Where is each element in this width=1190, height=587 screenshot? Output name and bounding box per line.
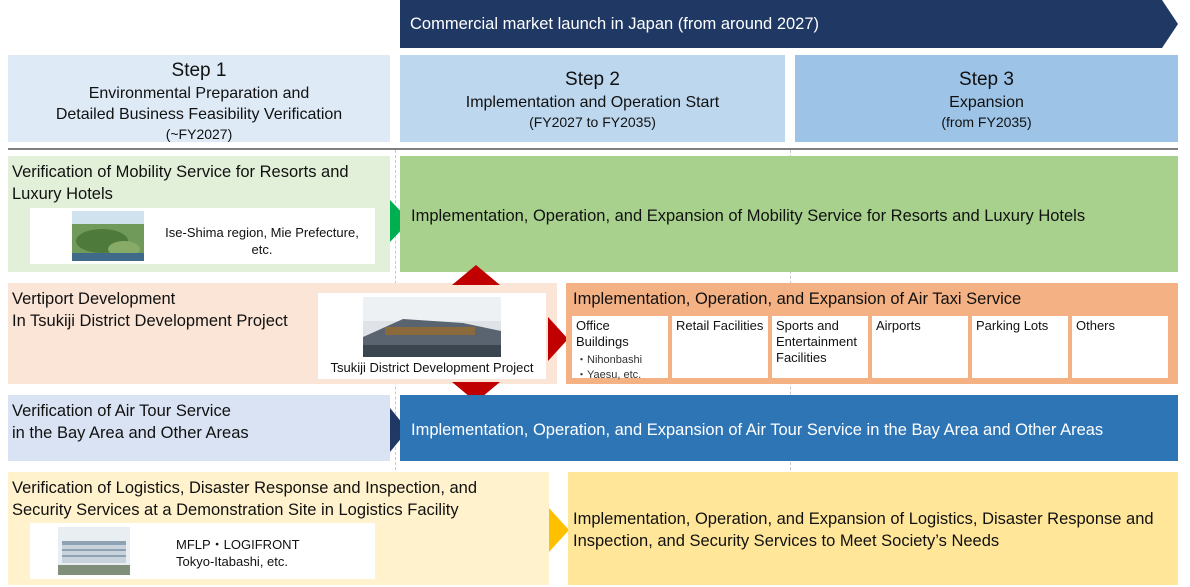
logistics-facility-photo <box>58 527 130 575</box>
category-parking-label: Parking Lots <box>976 318 1049 333</box>
launch-banner-text: Commercial market launch in Japan (from … <box>410 15 820 33</box>
category-office-label: Office Buildings <box>576 318 629 349</box>
step-2-title: Step 2 <box>565 69 620 90</box>
header-divider <box>8 148 1178 150</box>
navy-arrow-icon <box>390 408 408 452</box>
step-2-period: (FY2027 to FY2035) <box>529 114 656 130</box>
launch-banner: Commercial market launch in Japan (from … <box>400 0 1178 48</box>
step-3-period: (from FY2035) <box>941 114 1032 130</box>
category-office-note1: ・Nihonbashi <box>576 354 643 366</box>
logistics-implementation-line1: Implementation, Operation, and Expansion… <box>573 510 1154 528</box>
mflp-location-line1: MFLP・LOGIFRONT <box>176 537 300 552</box>
category-others: Others <box>1072 316 1168 378</box>
air-tour-verification-box: Verification of Air Tour Service in the … <box>8 395 390 461</box>
ise-shima-location-card: Ise-Shima region, Mie Prefecture, etc. <box>30 208 375 264</box>
resorts-left-line2: Luxury Hotels <box>12 185 113 203</box>
step-2-line1: Implementation and Operation Start <box>465 94 720 111</box>
category-sports-line3: Facilities <box>776 350 827 365</box>
logistics-left-line2: Security Services at a Demonstration Sit… <box>12 501 459 519</box>
red-arrow-down-icon <box>452 382 500 402</box>
step-3-header: Step 3 Expansion (from FY2035) <box>795 55 1178 142</box>
ise-shima-location-line2: etc. <box>251 242 273 257</box>
category-office-buildings: Office Buildings ・Nihonbashi ・Yaesu, etc… <box>572 316 668 381</box>
gold-arrow-icon <box>549 508 569 552</box>
air-tour-left-line1: Verification of Air Tour Service <box>12 402 231 420</box>
resorts-implementation-text: Implementation, Operation, and Expansion… <box>411 207 1086 225</box>
air-taxi-title: Implementation, Operation, and Expansion… <box>573 290 1022 308</box>
step-3-title: Step 3 <box>959 69 1014 90</box>
red-arrow-up-icon <box>452 265 500 285</box>
logistics-implementation-line2: Inspection, and Security Services to Mee… <box>573 532 1000 550</box>
air-tour-left-line2: in the Bay Area and Other Areas <box>12 424 249 442</box>
tsukiji-project-caption: Tsukiji District Development Project <box>330 360 534 375</box>
mflp-location-line2: Tokyo-Itabashi, etc. <box>176 554 288 569</box>
step-1-period: (~FY2027) <box>165 126 233 142</box>
category-airports: Airports <box>872 316 968 378</box>
category-others-label: Others <box>1076 318 1116 333</box>
resorts-left-line1: Verification of Mobility Service for Res… <box>12 163 349 181</box>
step-1-title: Step 1 <box>171 60 227 81</box>
banner-arrow-shape <box>400 0 1178 48</box>
category-parking-lots: Parking Lots <box>972 316 1068 378</box>
step-3-line1: Expansion <box>949 94 1024 111</box>
air-tour-implementation-box: Implementation, Operation, and Expansion… <box>400 395 1178 461</box>
air-tour-implementation-text: Implementation, Operation, and Expansion… <box>411 421 1104 439</box>
step-1-line1: Environmental Preparation and <box>88 85 310 102</box>
step-2-header: Step 2 Implementation and Operation Star… <box>400 55 785 142</box>
logistics-implementation-box: Implementation, Operation, and Expansion… <box>568 472 1178 585</box>
tsukiji-project-card: Tsukiji District Development Project <box>318 293 546 379</box>
category-retail-label: Retail Facilities <box>676 318 764 333</box>
resorts-implementation-box: Implementation, Operation, and Expansion… <box>400 156 1178 272</box>
mflp-location-card: MFLP・LOGIFRONT Tokyo-Itabashi, etc. <box>30 523 375 579</box>
red-arrow-right-icon <box>548 317 568 361</box>
category-sports-line2: Entertainment <box>776 334 857 349</box>
vertiport-left-line1: Vertiport Development <box>12 290 176 308</box>
logistics-left-line1: Verification of Logistics, Disaster Resp… <box>12 479 478 497</box>
category-sports-line1: Sports and <box>776 318 839 333</box>
category-airports-label: Airports <box>876 318 921 333</box>
tsukiji-project-photo <box>363 297 501 357</box>
ise-shima-aerial-photo <box>72 211 144 261</box>
category-sports-entertainment: Sports and Entertainment Facilities <box>772 316 868 378</box>
step-1-line2: Detailed Business Feasibility Verificati… <box>55 106 343 123</box>
category-retail-facilities: Retail Facilities <box>672 316 768 378</box>
air-taxi-box: Implementation, Operation, and Expansion… <box>566 283 1178 384</box>
category-office-note2: ・Yaesu, etc. <box>576 369 642 381</box>
step-1-header: Step 1 Environmental Preparation and Det… <box>8 55 390 142</box>
ise-shima-location-line1: Ise-Shima region, Mie Prefecture, <box>165 225 359 240</box>
vertiport-left-line2: In Tsukiji District Development Project <box>12 312 288 330</box>
